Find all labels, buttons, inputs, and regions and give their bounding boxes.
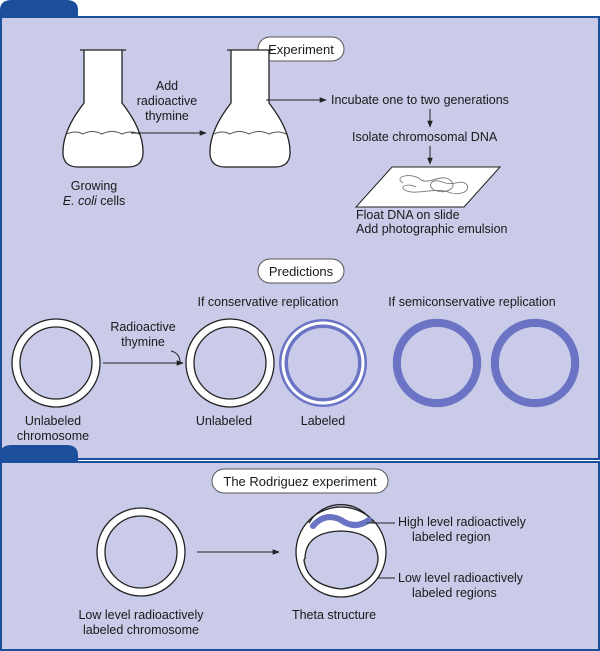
emulsion-text: Add photographic emulsion xyxy=(356,222,508,236)
arrow-curl xyxy=(170,350,181,364)
semiconservative-header: If semiconservative replication xyxy=(388,295,555,309)
unlabeled-label: Unlabeled xyxy=(196,414,252,428)
experiment-title: Experiment xyxy=(268,42,334,57)
incubate-text: Incubate one to two generations xyxy=(331,93,509,107)
flask-growing-cells xyxy=(62,49,144,168)
chromosome-low-level xyxy=(96,507,186,597)
growing-cells-line1: Growing xyxy=(71,179,118,193)
conservative-header: If conservative replication xyxy=(197,295,338,309)
isolate-text: Isolate chromosomal DNA xyxy=(352,130,498,144)
chromosome-conservative-unlabeled xyxy=(185,318,275,408)
growing-cells-line2: E. coli cells xyxy=(63,194,126,208)
add-thymine-line3: thymine xyxy=(145,109,189,123)
chromosome-semiconservative-a xyxy=(392,318,482,408)
predictions-title: Predictions xyxy=(269,264,334,279)
add-thymine-line2: radioactive xyxy=(137,94,197,108)
low-level-line2: labeled regions xyxy=(412,586,497,600)
theta-structure xyxy=(295,503,387,598)
bottom-panel-tab xyxy=(0,445,78,463)
high-level-region xyxy=(310,514,372,529)
high-level-line2: labeled region xyxy=(412,530,491,544)
chromosome-label-line2: labeled chromosome xyxy=(83,623,199,637)
experiment-pill xyxy=(257,36,345,62)
rodriguez-pill xyxy=(211,468,389,494)
radioactive-thymine-line1: Radioactive xyxy=(110,320,175,334)
unlabeled-chromosome-line2: chromosome xyxy=(17,429,89,443)
float-text: Float DNA on slide xyxy=(356,208,460,222)
unlabeled-chromosome-line1: Unlabeled xyxy=(25,414,81,428)
radioactive-thymine-line2: thymine xyxy=(121,335,165,349)
add-thymine-line1: Add xyxy=(156,79,178,93)
dna-squiggle xyxy=(399,175,469,195)
chromosome-label-line1: Low level radioactively xyxy=(78,608,204,622)
slide xyxy=(354,166,502,208)
theta-label: Theta structure xyxy=(292,608,376,622)
flask-radioactive xyxy=(209,49,291,168)
high-level-line1: High level radioactively xyxy=(398,515,527,529)
chromosome-conservative-labeled xyxy=(279,319,367,407)
labeled-label: Labeled xyxy=(301,414,346,428)
chromosome-semiconservative-b xyxy=(490,318,580,408)
top-panel-tab xyxy=(0,0,78,18)
rodriguez-title: The Rodriguez experiment xyxy=(223,474,377,489)
low-level-line1: Low level radioactively xyxy=(398,571,524,585)
chromosome-unlabeled-parent xyxy=(11,318,101,408)
predictions-pill xyxy=(257,258,345,284)
